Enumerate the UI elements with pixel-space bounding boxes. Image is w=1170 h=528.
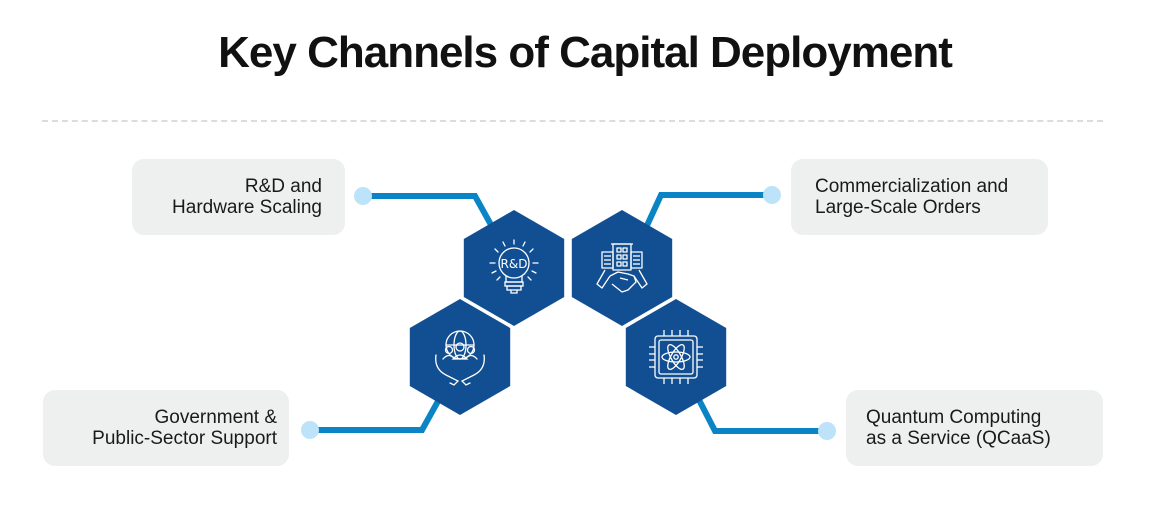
connector-dot bbox=[818, 422, 836, 440]
dashed-divider bbox=[42, 120, 1103, 122]
page-title: Key Channels of Capital Deployment bbox=[218, 28, 953, 77]
quantum-chip-atom-icon bbox=[649, 330, 703, 384]
hexagon-commercial bbox=[571, 210, 673, 326]
hexagon-quantum bbox=[625, 299, 727, 415]
hexagon-rd: R&D bbox=[463, 210, 565, 326]
hexagon-government bbox=[409, 299, 511, 415]
connector-dot bbox=[301, 421, 319, 439]
connector-commercial bbox=[641, 186, 781, 234]
connector-quantum bbox=[693, 392, 836, 440]
channel-label-line1: Commercialization and bbox=[815, 176, 1009, 197]
channel-label-line2: Public-Sector Support bbox=[92, 428, 277, 449]
channel-label-line2: as a Service (QCaaS) bbox=[866, 428, 1051, 449]
channel-box-rd: R&D and Hardware Scaling bbox=[132, 159, 345, 235]
connector-rd bbox=[354, 187, 498, 234]
connector-government bbox=[301, 392, 445, 439]
channel-label-line1: Government & bbox=[154, 407, 278, 428]
channel-label-line2: Large-Scale Orders bbox=[815, 197, 981, 218]
channel-box-commercial: Commercialization and Large-Scale Orders bbox=[791, 159, 1048, 235]
channel-label-line1: Quantum Computing bbox=[866, 407, 1042, 428]
channel-label-line2: Hardware Scaling bbox=[172, 197, 322, 218]
buildings-handshake-icon bbox=[596, 243, 648, 293]
channel-box-quantum: Quantum Computing as a Service (QCaaS) bbox=[846, 390, 1103, 466]
channel-box-government: Government & Public-Sector Support bbox=[43, 390, 289, 466]
connector-dot bbox=[354, 187, 372, 205]
globe-people-hands-icon bbox=[435, 330, 485, 386]
channel-label-line1: R&D and bbox=[244, 176, 322, 197]
rd-lightbulb-icon: R&D bbox=[489, 239, 539, 294]
connector-dot bbox=[763, 186, 781, 204]
rd-icon-text: R&D bbox=[501, 257, 528, 271]
